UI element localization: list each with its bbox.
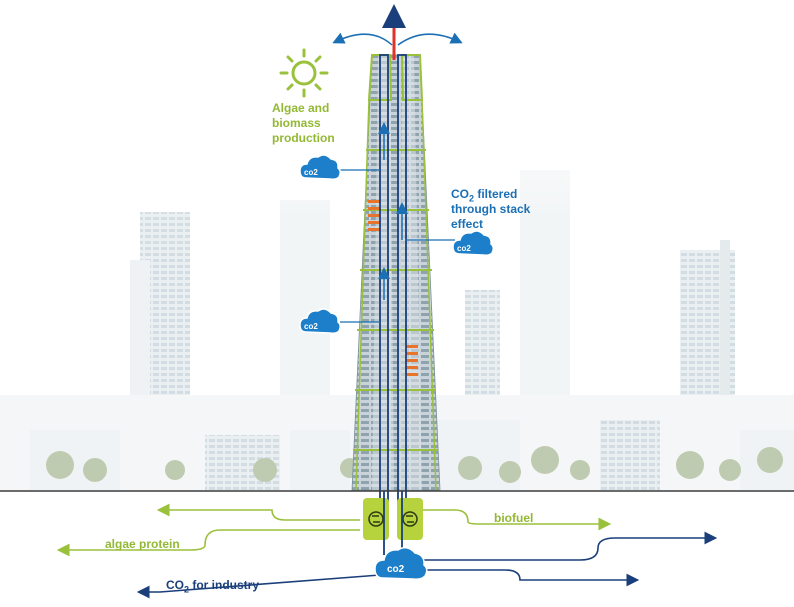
bioreactor-icon <box>363 498 389 540</box>
flow-line-co2-east-2 <box>410 569 640 587</box>
label-line: through stack <box>451 202 531 216</box>
building <box>290 430 350 490</box>
tower-body <box>351 54 441 491</box>
exhaust-arrow <box>397 32 463 46</box>
co2-subscript: 2 <box>469 193 475 204</box>
main-tower <box>351 54 441 516</box>
co2-cloud-text: co2 <box>387 564 405 575</box>
flow-line-algae-1 <box>156 503 360 521</box>
building <box>130 260 150 430</box>
co2-cloud-icon <box>299 154 342 180</box>
co2-cloud-icon <box>374 546 428 580</box>
label-line: effect <box>451 217 484 231</box>
label-line: production <box>272 131 335 145</box>
co2-cloud-text: co2 <box>304 168 318 177</box>
label-co2-industry: CO2 for industry <box>166 578 260 595</box>
flow-line-co2-industry <box>136 574 381 599</box>
flow-line-co2-east-1 <box>410 531 718 561</box>
label-algae-biomass: Algae and biomass production <box>272 101 362 146</box>
flow-line-biofuel <box>420 509 612 531</box>
label-algae-protein: algae protein <box>105 537 180 551</box>
co2-cloud-text: co2 <box>457 244 471 253</box>
co2-cloud-text: co2 <box>304 322 318 331</box>
co2-text: CO <box>451 187 469 201</box>
label-line: Algae and <box>272 101 330 115</box>
label-biofuel: biofuel <box>494 511 534 525</box>
building <box>720 240 730 440</box>
label-co2-filtered: CO2 filtered through stack effect <box>451 187 561 232</box>
label-text: for industry <box>189 578 260 592</box>
building <box>30 430 120 490</box>
co2-subscript: 2 <box>184 584 190 595</box>
label-line: biomass <box>272 116 321 130</box>
label-text: filtered <box>474 187 518 201</box>
exhaust-arrow <box>332 32 393 46</box>
flow-line-algae-2 <box>56 529 360 557</box>
co2-cloud-icon <box>299 308 342 334</box>
building <box>600 420 660 490</box>
bioreactor-icon <box>397 498 423 540</box>
co2-cloud-icon <box>452 230 495 256</box>
label-line: CO2 filtered <box>451 187 561 204</box>
flow-lines <box>56 503 718 599</box>
sun-icon <box>279 48 329 98</box>
co2-text: CO <box>166 578 184 592</box>
